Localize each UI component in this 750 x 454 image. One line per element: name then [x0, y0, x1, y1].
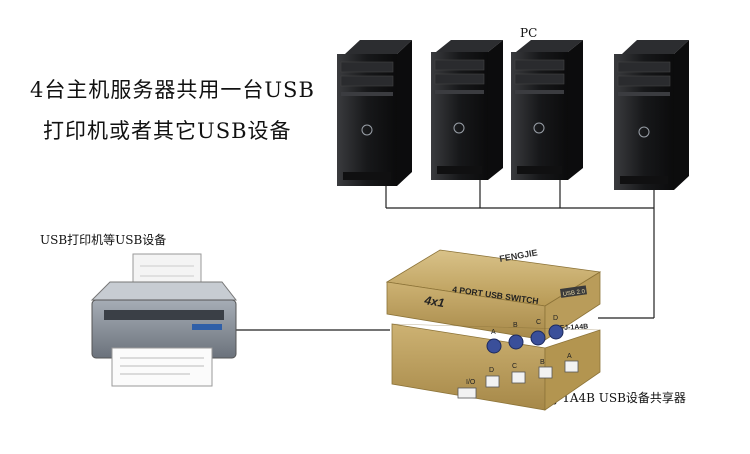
usb-b-port-c — [511, 371, 526, 384]
pc-label: PC — [520, 26, 538, 40]
printer-illustration — [90, 253, 238, 387]
button-b — [508, 334, 524, 350]
switch-model: FJ-1A4B — [560, 324, 589, 332]
pc-tower-2 — [431, 40, 503, 180]
usb-a-port — [457, 387, 477, 399]
button-d — [548, 324, 564, 340]
wiring — [236, 180, 655, 331]
button-c — [530, 330, 546, 346]
switch-caption: FJ-1A4B USB设备共享器 — [545, 391, 686, 405]
port-label-c: C — [512, 363, 517, 370]
button-label-a: A — [491, 329, 496, 336]
button-a — [486, 338, 502, 354]
switch-version: USB 2.0 — [562, 289, 586, 298]
headline-line-2: 打印机或者其它USB设备 — [43, 119, 292, 143]
button-label-b: B — [513, 322, 518, 329]
printer-label: USB打印机等USB设备 — [40, 233, 167, 247]
port-label-a: A — [567, 353, 572, 360]
usb-switch-illustration: FENGJIE 4x1 4 PORT USB SWITCH USB 2.0 FJ… — [385, 247, 602, 411]
pc-tower-3 — [511, 40, 583, 180]
port-label-b: B — [540, 359, 545, 366]
pc-tower-4 — [614, 40, 689, 190]
port-label-d: D — [489, 367, 494, 374]
selector-buttons: A B C D — [491, 315, 558, 336]
pc-tower-1 — [337, 40, 412, 186]
switch-badge: 4x1 — [423, 293, 446, 310]
button-label-d: D — [553, 315, 558, 322]
usb-b-port-d — [485, 375, 500, 388]
button-label-c: C — [536, 319, 541, 326]
usb-b-port-b — [538, 366, 553, 379]
io-label: I/O — [466, 379, 476, 386]
headline-line-1: 4台主机服务器共用一台USB — [30, 78, 315, 102]
usb-b-port-a — [564, 360, 579, 373]
